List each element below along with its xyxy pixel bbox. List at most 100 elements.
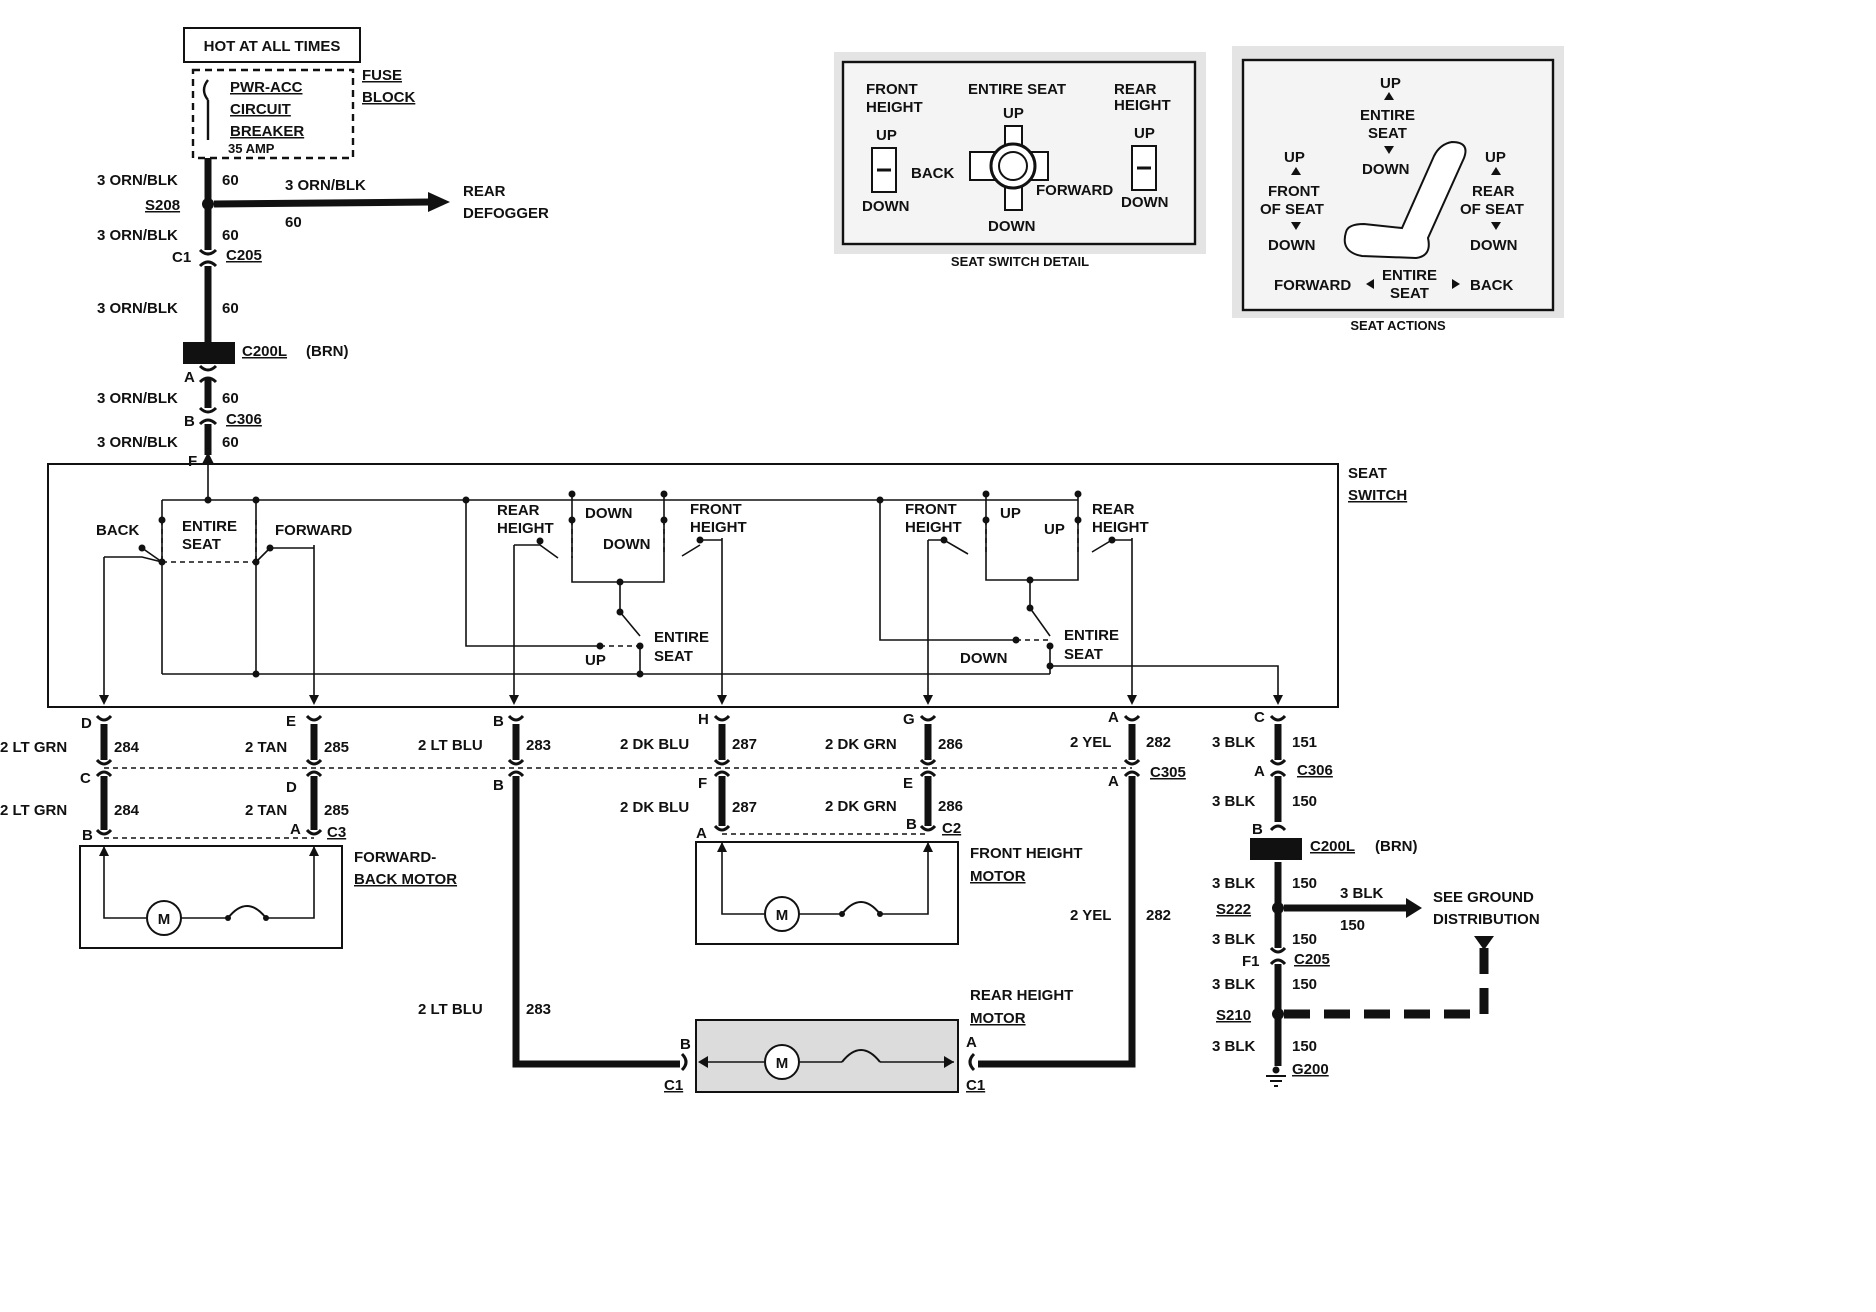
back-contact-line xyxy=(104,556,163,563)
entire-seat-section: BACK ENTIRE SEAT FORWARD xyxy=(96,496,352,697)
circuit-number: 60 xyxy=(222,390,239,407)
wire-287-circuit-2: 287 xyxy=(732,799,757,816)
pin-d: D xyxy=(81,715,92,732)
output-wiring: D 2 LT GRN 284 C 2 LT GRN 284 B E 2 TAN … xyxy=(0,709,1540,1087)
feed-arrow xyxy=(202,452,214,464)
pin-e-2: E xyxy=(903,775,913,792)
switch-rear-label: REAR xyxy=(497,502,540,519)
switch-down-label-2: DOWN xyxy=(603,536,651,553)
contact xyxy=(877,911,883,917)
wire-285-color-2: 2 TAN xyxy=(245,802,287,819)
pin-c: C xyxy=(80,770,91,787)
wire-150-circuit-6: 150 xyxy=(1292,1038,1317,1055)
c3-label: C3 xyxy=(327,824,346,841)
actions-rear-up: UP xyxy=(1485,149,1506,166)
defogger-circuit: 60 xyxy=(285,214,302,231)
height-section-right: FRONT HEIGHT UP UP REAR HEIGHT ENTIRE SE… xyxy=(876,490,1149,697)
wire-150-color-5: 3 BLK xyxy=(1212,976,1256,993)
forward-back-motor-box xyxy=(79,845,343,949)
fuse-block-label-2: BLOCK xyxy=(362,89,415,106)
wire-284-circuit-2: 284 xyxy=(114,802,140,819)
c200l-color: (BRN) xyxy=(306,343,349,360)
ground-distribution-dashed xyxy=(1284,945,1489,1019)
detail-front-height-2: HEIGHT xyxy=(866,99,923,116)
breaker-label-2: CIRCUIT xyxy=(230,101,291,118)
splice-s222-dot xyxy=(1272,902,1284,914)
contact xyxy=(252,558,260,566)
fh-motor-breaker xyxy=(841,901,881,915)
ground-wire-connectors xyxy=(1269,714,1287,966)
wire-283-lower xyxy=(512,776,680,1068)
circuit-number: 60 xyxy=(222,434,239,451)
switch-height-label: HEIGHT xyxy=(497,520,554,537)
pin-b-3: B xyxy=(493,777,504,794)
connector-c205-symbol xyxy=(198,248,218,268)
contact xyxy=(266,544,274,552)
fh-motor-wiring xyxy=(721,842,929,915)
contact xyxy=(636,642,644,650)
actions-forward: FORWARD xyxy=(1274,277,1351,294)
fb-motor-symbol xyxy=(146,900,182,936)
fh-motor-label-1: FRONT HEIGHT xyxy=(970,845,1083,862)
ground-distribution-arrow xyxy=(1406,898,1422,918)
contact xyxy=(596,642,604,650)
contact xyxy=(1108,536,1116,544)
actions-front-down: DOWN xyxy=(1268,237,1316,254)
switch-seat-label-2: SEAT xyxy=(654,648,693,665)
actions-entire-3: ENTIRE xyxy=(1382,267,1437,284)
motor-input-arrow xyxy=(99,846,109,856)
wiring-diagram-page: HOT AT ALL TIMES PWR-ACC CIRCUIT BREAKER… xyxy=(0,27,1564,1094)
wire-284-color-2: 2 LT GRN xyxy=(0,802,67,819)
actions-entire-2: SEAT xyxy=(1368,125,1407,142)
arrow-down-2 xyxy=(1291,222,1301,230)
switch-front-label: FRONT xyxy=(690,501,742,518)
contact xyxy=(252,496,260,504)
fb-motor-label-2: BACK MOTOR xyxy=(354,871,457,888)
height-left-entire xyxy=(619,582,641,674)
c200l-label: C200L xyxy=(242,343,287,360)
contact xyxy=(158,558,166,566)
splice-s210-label: S210 xyxy=(1216,1007,1251,1024)
front-height-motor: M FRONT HEIGHT MOTOR xyxy=(695,841,1083,945)
contact xyxy=(1026,604,1034,612)
wire-286-circuit: 286 xyxy=(938,736,963,753)
wire-150-color-3: 3 BLK xyxy=(1340,885,1384,902)
c1-pin-label: C1 xyxy=(172,249,191,266)
output-arrow xyxy=(509,695,519,705)
contact xyxy=(536,537,544,545)
wire-150-color-2: 3 BLK xyxy=(1212,875,1256,892)
wire-151-circuit: 151 xyxy=(1292,734,1317,751)
wire-286-circuit-2: 286 xyxy=(938,798,963,815)
rh-motor-m: M xyxy=(776,1055,789,1072)
motor-input-arrow xyxy=(717,842,727,852)
pin-b-5: B xyxy=(1252,821,1263,838)
seat-illustration xyxy=(1343,140,1467,260)
circuit-number: 60 xyxy=(222,227,239,244)
wire-285-circuit: 285 xyxy=(324,739,349,756)
height-right-linkage xyxy=(985,520,1079,554)
contact xyxy=(940,536,948,544)
contact xyxy=(636,670,644,678)
pin-f1: F1 xyxy=(1242,953,1260,970)
contact xyxy=(876,496,884,504)
actions-front: FRONT xyxy=(1268,183,1320,200)
ground-distribution-arrow-down xyxy=(1474,936,1494,950)
output-arrow xyxy=(1127,695,1137,705)
wire-286-color: 2 DK GRN xyxy=(825,736,897,753)
c205-label-2: C205 xyxy=(1294,951,1330,968)
fb-motor-label-1: FORWARD- xyxy=(354,849,436,866)
rh-motor-symbol xyxy=(764,1044,800,1080)
c205-label: C205 xyxy=(226,247,262,264)
wire-284-circuit: 284 xyxy=(114,739,140,756)
height-left-linkage xyxy=(571,520,665,558)
height-left-bus xyxy=(465,500,600,647)
seat-switch-detail: FRONT HEIGHT ENTIRE SEAT REAR HEIGHT UP … xyxy=(834,52,1206,269)
contact xyxy=(263,915,269,921)
wire-282-color: 2 YEL xyxy=(1070,734,1111,751)
fb-motor-m: M xyxy=(158,911,171,928)
splice-s208-dot xyxy=(202,198,214,210)
rear-height-motor: M B C1 A C1 REAR HEIGHT MOTOR xyxy=(664,987,1073,1094)
detail-entire-seat: ENTIRE SEAT xyxy=(968,81,1066,98)
pin-b-label: B xyxy=(184,413,195,430)
seat-actions: UP ENTIRE SEAT DOWN UP FRONT OF SEAT DOW… xyxy=(1232,46,1564,333)
